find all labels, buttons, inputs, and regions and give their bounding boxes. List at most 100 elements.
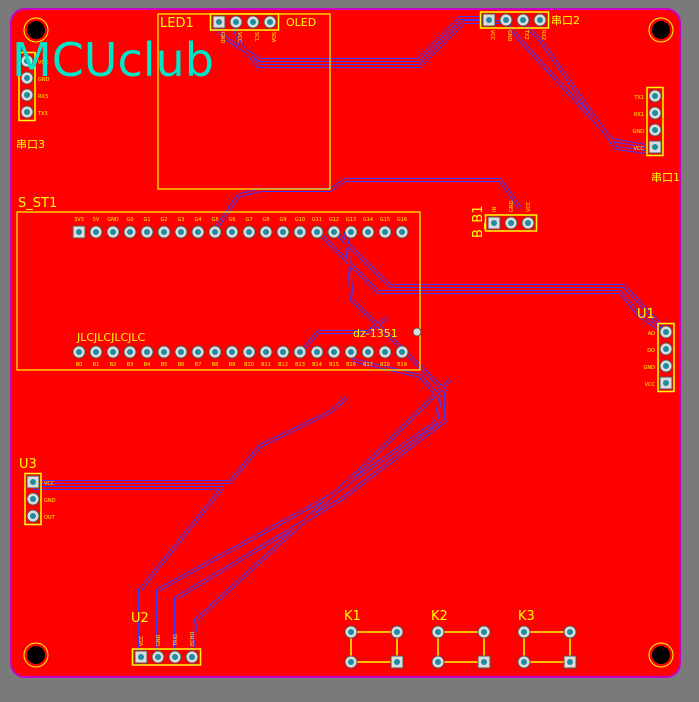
s-st1-top-pin-label: G14 bbox=[363, 217, 373, 223]
s-st1-top-pin-drill bbox=[382, 229, 388, 235]
s-st1-bottom-pin-label: B12 bbox=[278, 362, 288, 368]
u1-pin-drill bbox=[663, 329, 669, 335]
s-st1-top-pin-drill bbox=[212, 229, 218, 235]
led1-pin-label: VCC bbox=[236, 32, 242, 43]
u2-pin-drill bbox=[189, 654, 195, 660]
component-k2[interactable]: K2 bbox=[431, 609, 491, 669]
board-copper bbox=[10, 8, 681, 678]
s-st1-bottom-pin-label: B2 bbox=[110, 362, 117, 368]
s-st1-top-pin-drill bbox=[348, 229, 354, 235]
s-st1-top-pin-drill bbox=[93, 229, 99, 235]
s-st1-bottom-pin-drill bbox=[280, 349, 286, 355]
b-b1-pin-drill bbox=[491, 220, 497, 226]
s-st1-ref: S_ST1 bbox=[18, 196, 57, 211]
u3-pin-label: OUT bbox=[44, 515, 56, 521]
switch-pin-drill bbox=[394, 659, 400, 665]
chuankou3-pin-drill bbox=[24, 58, 30, 64]
s-st1-top-pin-label: G7 bbox=[245, 217, 252, 223]
s-st1-bottom-pin-label: B1 bbox=[93, 362, 100, 368]
s-st1-bottom-pin-label: B17 bbox=[363, 362, 373, 368]
chuankou1-pin-drill bbox=[652, 110, 658, 116]
u3-pin-drill bbox=[30, 479, 36, 485]
s-st1-top-pin-label: G1 bbox=[143, 217, 150, 223]
s-st1-top-pin-label: 3V3 bbox=[74, 217, 84, 223]
s-st1-inner-text: JLCJLCJLCJLC bbox=[76, 331, 146, 344]
s-st1-bottom-pin-label: B14 bbox=[312, 362, 322, 368]
s-st1-bottom-pin-drill bbox=[93, 349, 99, 355]
chuankou1-pin-drill bbox=[652, 144, 658, 150]
switch-pin-drill bbox=[435, 659, 441, 665]
s-st1-top-pin-drill bbox=[195, 229, 201, 235]
switch-outline bbox=[350, 631, 398, 663]
s-st1-bottom-pin-drill bbox=[314, 349, 320, 355]
b-b1-pin-label: GND bbox=[509, 200, 515, 212]
s-st1-top-pin-drill bbox=[110, 229, 116, 235]
u3-pin-label: GND bbox=[44, 498, 56, 504]
s-st1-bottom-pin-drill bbox=[76, 349, 82, 355]
u1-pin-label: DO bbox=[647, 348, 655, 354]
b-b1-ref: B_B1 bbox=[471, 205, 486, 238]
led1-pin-label: GND bbox=[219, 32, 225, 44]
b-b1-pin-label: IN bbox=[492, 207, 498, 212]
u3-pin-drill bbox=[30, 496, 36, 502]
component-k3[interactable]: K3 bbox=[517, 609, 577, 669]
u2-pin-label: GND bbox=[156, 634, 162, 646]
chuankou1-pin-label: GND bbox=[633, 129, 645, 135]
b-b1-pin-drill bbox=[525, 220, 531, 226]
s-st1-bottom-pin-label: B6 bbox=[178, 362, 185, 368]
s-st1-bottom-pin-drill bbox=[246, 349, 252, 355]
mcuclub-logo: MCUclub bbox=[12, 33, 214, 87]
chuankou2-pin-drill bbox=[503, 17, 509, 23]
switch-pin-drill bbox=[481, 659, 487, 665]
u1-outline bbox=[657, 322, 675, 393]
u2-pin-label: ECHO bbox=[190, 632, 196, 646]
chuankou3-pin-label: VCC bbox=[38, 60, 49, 66]
s-st1-bottom-pin-drill bbox=[297, 349, 303, 355]
s-st1-top-pin-drill bbox=[127, 229, 133, 235]
s-st1-top-pin-drill bbox=[263, 229, 269, 235]
s-st1-bottom-pin-drill bbox=[382, 349, 388, 355]
s-st1-top-pin-drill bbox=[144, 229, 150, 235]
chuankou2-pin-drill bbox=[537, 17, 543, 23]
s-st1-bottom-pin-label: B9 bbox=[229, 362, 236, 368]
k2-switch bbox=[431, 625, 491, 669]
s-st1-bottom-pin-label: B15 bbox=[329, 362, 339, 368]
chuankou1-ref: 串口1 bbox=[651, 171, 680, 184]
u2-pin-drill bbox=[155, 654, 161, 660]
s-st1-bottom-pin-drill bbox=[348, 349, 354, 355]
k1-switch bbox=[344, 625, 404, 669]
s-st1-bottom-pin-label: B3 bbox=[127, 362, 134, 368]
chuankou2-pin-label: VCC bbox=[489, 30, 495, 41]
switch-outline bbox=[523, 631, 571, 663]
chuankou1-pin-label: VCC bbox=[634, 146, 645, 152]
u1-pin-label: GND bbox=[644, 365, 656, 371]
switch-pin-drill bbox=[521, 629, 527, 635]
chuankou1-pin-label: RX1 bbox=[634, 112, 644, 118]
s-st1-bottom-pin-label: B13 bbox=[295, 362, 305, 368]
s-st1-top-pin-drill bbox=[399, 229, 405, 235]
chuankou2-pin-drill bbox=[486, 17, 492, 23]
u3-pin-label: VCC bbox=[44, 481, 55, 487]
led1-pin-label: SCL bbox=[253, 32, 259, 42]
component-k1[interactable]: K1 bbox=[344, 609, 404, 669]
s-st1-bottom-pin-drill bbox=[127, 349, 133, 355]
switch-pin-drill bbox=[435, 629, 441, 635]
k2-ref: K2 bbox=[431, 609, 448, 624]
chuankou1-outline bbox=[646, 86, 664, 157]
mounting-hole-tr-drill bbox=[652, 21, 670, 39]
led1-pin-drill bbox=[216, 19, 222, 25]
